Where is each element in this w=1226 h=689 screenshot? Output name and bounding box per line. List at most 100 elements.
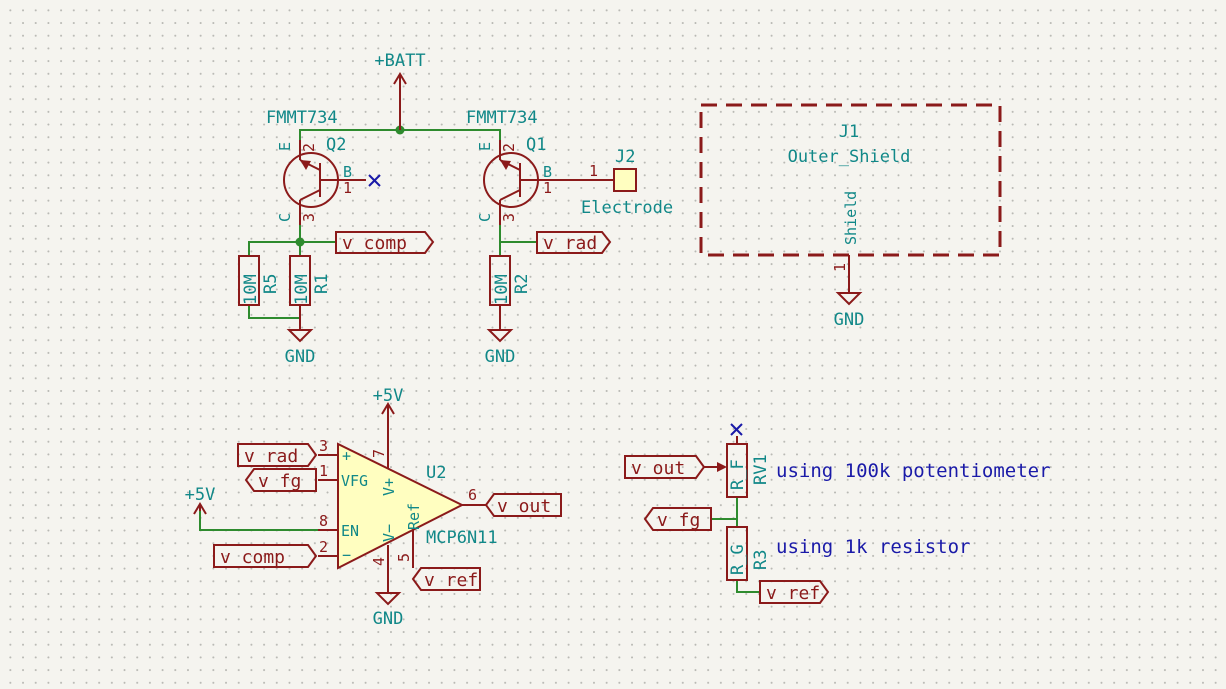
q1-pin-e-num: 2: [500, 143, 518, 152]
j2-pin-num: 1: [589, 162, 598, 180]
r1-ref: R1: [312, 274, 332, 294]
rv1-ref: RV1: [751, 454, 771, 485]
label-v-out-output[interactable]: v_out: [484, 493, 562, 517]
q1-pin-e: E: [476, 142, 494, 151]
gnd-label-4: GND: [373, 609, 404, 629]
label-v-ref-net-text: v_ref: [766, 583, 820, 604]
label-v-fg-input[interactable]: v_fg: [244, 468, 317, 492]
gnd-label-1: GND: [285, 347, 316, 367]
r5-value: 10M: [241, 274, 261, 305]
resistor-r2[interactable]: 10M R2: [489, 255, 532, 330]
u2-pin-5: 5: [395, 553, 413, 562]
connector-j2[interactable]: J2 1 Electrode: [581, 147, 673, 218]
q2-pin-b: B: [343, 163, 352, 181]
q2-emitter-arrow-icon: [300, 160, 311, 170]
label-v-rad-text: v_rad: [543, 233, 597, 254]
wire-v-rad: [499, 225, 537, 243]
label-v-comp-input-text: v_comp: [220, 547, 285, 568]
j1-value: Outer_Shield: [788, 147, 911, 167]
r1-value: 10M: [292, 274, 312, 305]
j1-ref: J1: [839, 122, 859, 142]
label-v-rad-input[interactable]: v_rad: [237, 443, 318, 467]
q2-pin-c-num: 3: [300, 213, 318, 222]
label-v-comp[interactable]: v_comp: [335, 231, 435, 254]
q1-pin-b: B: [543, 163, 552, 181]
gnd-symbol-3: [835, 292, 863, 306]
gnd-label-2: GND: [485, 347, 516, 367]
power-batt: +BATT: [374, 51, 426, 130]
u2-value: MCP6N11: [426, 528, 498, 548]
transistor-q1[interactable]: FMMT734 Q1 E 2 B 1 C 3: [466, 108, 614, 225]
r5-ref: R5: [261, 274, 281, 294]
wire-en: [199, 511, 318, 531]
q2-pin-e: E: [276, 142, 294, 151]
note-resistor: using 1k resistor: [776, 536, 970, 558]
connector-j1[interactable]: J1 Outer_Shield Shield 1 GND: [699, 103, 1002, 330]
label-v-out-pot-text: v_out: [631, 458, 685, 479]
u2-pin-name-vplus: V+: [380, 478, 398, 496]
j1-pin-name: Shield: [842, 191, 860, 245]
label-v-ref-opamp[interactable]: v_ref: [411, 567, 481, 591]
q2-ref: Q2: [326, 135, 346, 155]
label-v-fg-input-text: v_fg: [258, 471, 301, 492]
wire-v-fg: [711, 497, 738, 520]
opamp-u2[interactable]: 3 1 8 2 7 4 5 6 + VFG EN − V+ V− Ref U2 …: [318, 402, 498, 606]
gnd-label-3: GND: [834, 310, 865, 330]
q1-pin-c-num: 3: [500, 213, 518, 222]
junction-q2-collector: [295, 237, 305, 247]
q2-pin-b-num: 1: [343, 179, 352, 197]
no-connect-rv1-icon: [730, 423, 743, 436]
u2-pin-1: 1: [319, 462, 328, 480]
vcc5-label-2: +5V: [185, 485, 216, 505]
u2-pin-name-vfg: VFG: [341, 472, 368, 490]
wire-v-ref: [736, 580, 760, 593]
vcc5-label-1: +5V: [373, 386, 404, 406]
u2-pin-name-ref: Ref: [405, 503, 423, 530]
q1-emitter-arrow-icon: [500, 160, 511, 170]
r3-value: R_G: [728, 544, 748, 575]
j2-value: Electrode: [581, 198, 673, 218]
note-potentiometer: using 100k potentiometer: [776, 460, 1051, 482]
u2-ref: U2: [426, 463, 446, 483]
rv1-value: R_F: [728, 459, 748, 490]
j2-ref: J2: [615, 147, 635, 167]
resistor-r3[interactable]: R_G R3: [726, 526, 771, 581]
gnd-symbol-1: GND: [285, 329, 316, 367]
potentiometer-rv1[interactable]: R_F RV1: [704, 436, 771, 498]
batt-label: +BATT: [374, 51, 425, 71]
u2-pin-name-vminus: V−: [380, 524, 398, 542]
label-v-comp-input[interactable]: v_comp: [213, 544, 318, 568]
label-v-fg-net-text: v_fg: [657, 510, 700, 531]
transistor-q2[interactable]: FMMT734 Q2 E 2 B 1 C 3: [266, 108, 366, 225]
resistor-r1[interactable]: 10M R1: [289, 255, 332, 330]
gnd-symbol-4: [374, 592, 402, 606]
label-v-rad-input-text: v_rad: [244, 446, 298, 467]
q1-value: FMMT734: [466, 108, 538, 128]
u2-pin-2: 2: [319, 538, 328, 556]
u2-pin-6: 6: [468, 486, 477, 504]
q2-pin-e-num: 2: [300, 143, 318, 152]
label-v-fg-net[interactable]: v_fg: [643, 507, 712, 531]
q2-pin-c: C: [276, 213, 294, 222]
resistor-r5[interactable]: 10M R5: [238, 255, 281, 306]
gnd-symbol-2: GND: [485, 329, 516, 367]
wire-r5-top: [248, 241, 300, 256]
u2-pin-name-minus: −: [342, 546, 351, 564]
u2-pin-name-en: EN: [341, 522, 359, 540]
u2-pin-7: 7: [370, 449, 388, 458]
wire-r5-bottom: [248, 305, 300, 319]
no-connect-q2-base-icon: [368, 174, 381, 187]
wiper-arrow-icon: [717, 462, 727, 472]
power-5v-2: +5V: [185, 485, 216, 515]
u2-pin-name-plus: +: [342, 447, 351, 465]
j1-pin-num: 1: [831, 263, 849, 272]
label-v-ref-net[interactable]: v_ref: [759, 580, 830, 604]
q2-value: FMMT734: [266, 108, 338, 128]
label-v-rad[interactable]: v_rad: [536, 231, 612, 254]
label-v-ref-opamp-text: v_ref: [424, 570, 478, 591]
label-v-out-output-text: v_out: [497, 496, 551, 517]
r2-value: 10M: [492, 274, 512, 305]
label-v-out-pot[interactable]: v_out: [624, 455, 706, 479]
u2-pin-3: 3: [319, 437, 328, 455]
